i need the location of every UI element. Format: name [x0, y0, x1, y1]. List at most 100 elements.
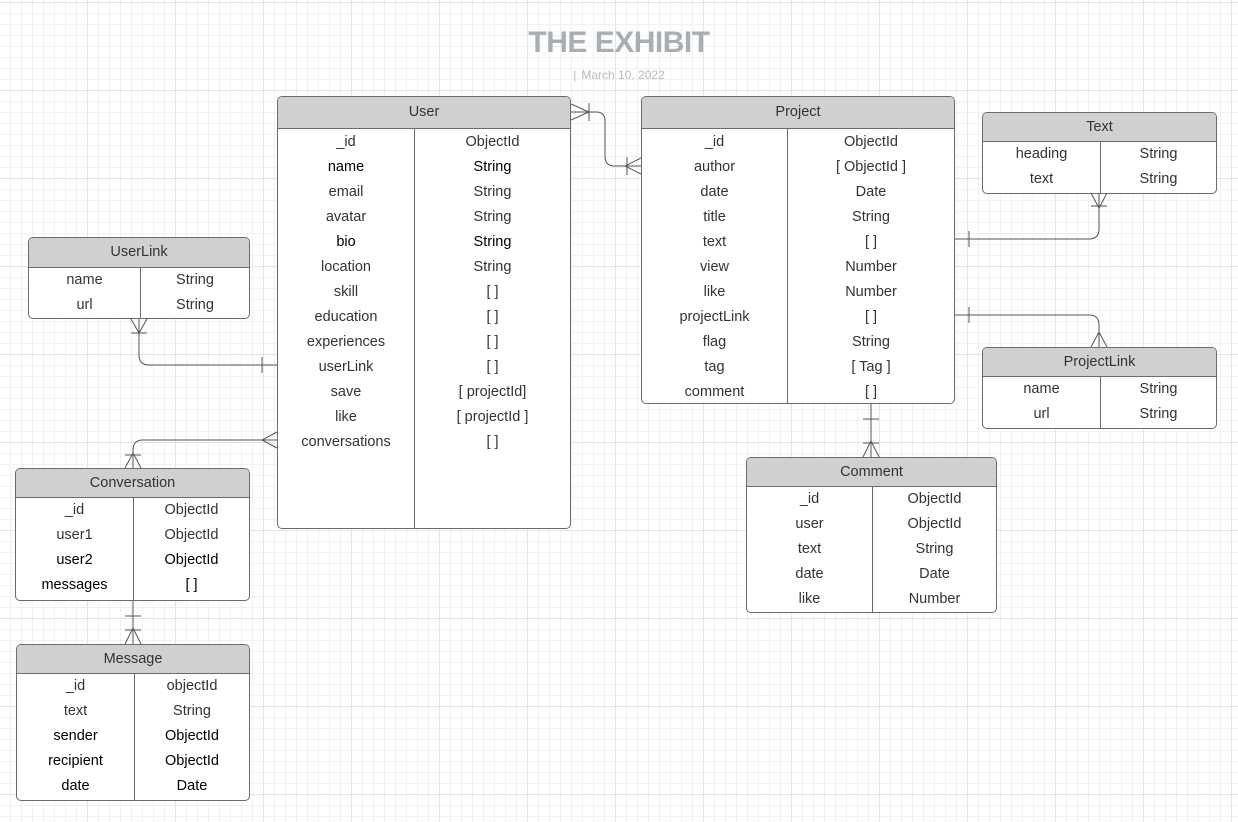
field-type: [ ] [486, 309, 499, 325]
column-divider [140, 268, 141, 318]
field-type: String [473, 209, 512, 225]
field-type: ObjectId [164, 527, 219, 543]
field-name: date [795, 566, 824, 582]
field-name: user [795, 516, 824, 532]
field-row: projectLink[ ] [642, 305, 954, 330]
crowfoot-text-end [1090, 192, 1108, 210]
field-name: view [699, 259, 729, 275]
field-type: [ projectId ] [456, 409, 529, 425]
field-type: [ ] [864, 384, 878, 400]
field-name: experiences [306, 334, 386, 350]
field-name: _id [799, 491, 820, 507]
field-name: _id [64, 502, 85, 518]
field-name: email [328, 184, 364, 200]
field-row: conversations[ ] [278, 430, 570, 455]
field-row: author[ ObjectId ] [642, 155, 954, 180]
field-name: userLink [318, 359, 374, 375]
field-type: ObjectId [165, 753, 219, 769]
field-name: _id [65, 678, 86, 694]
field-type: Number [845, 259, 897, 275]
field-name: url [76, 297, 93, 313]
column-divider [1100, 377, 1101, 428]
field-row: save[ projectId] [278, 380, 570, 405]
field-type: [ ] [486, 434, 499, 450]
field-row: _id ObjectId [16, 498, 249, 523]
connector-user-userlink [138, 319, 277, 366]
field-name: heading [1015, 146, 1068, 162]
diagram-title: THE EXHIBIT [528, 26, 710, 59]
field-type: [ ] [486, 284, 499, 300]
field-name: _id [336, 134, 356, 150]
field-name: like [703, 284, 726, 300]
field-row: experiences [ ] [278, 330, 570, 355]
field-row: date Date [747, 562, 996, 587]
field-type: Date [855, 184, 887, 200]
field-name: like [335, 409, 357, 425]
field-type: ObjectId [164, 552, 219, 568]
field-name: skill [333, 284, 359, 300]
field-type: ObjectId [465, 134, 520, 150]
field-type: String [1139, 171, 1178, 187]
field-type: objectId [166, 678, 218, 694]
field-row: comment[ ] [642, 380, 954, 403]
column-divider [133, 498, 134, 600]
field-row: url String [29, 293, 249, 318]
field-type: Date [919, 566, 950, 582]
field-name: tag [704, 359, 725, 375]
field-name: name [327, 159, 365, 175]
field-row: view Number [642, 255, 954, 280]
field-type: String [473, 234, 512, 250]
field-type: Date [176, 778, 208, 794]
column-divider [872, 487, 873, 612]
entity-title: Conversation [16, 469, 249, 498]
field-type: [ Tag ] [851, 359, 891, 375]
field-row: text[ ] [642, 230, 954, 255]
field-type: ObjectId [165, 728, 219, 744]
field-name: _id [704, 134, 725, 150]
field-row: like [ projectId ] [278, 405, 570, 430]
field-name: messages [41, 577, 108, 593]
field-type: String [1139, 381, 1178, 397]
field-row: tag [ Tag ] [642, 355, 954, 380]
field-type: String [915, 541, 954, 557]
crowfoot-projectlink-end [1090, 330, 1108, 348]
entity-title: UserLink [29, 238, 249, 268]
field-row: user1 ObjectId [16, 523, 249, 548]
crowfoot-user-conv-end [260, 431, 278, 449]
field-type: [ ] [486, 359, 499, 375]
field-name: url [1033, 406, 1050, 422]
connector-user-project [571, 111, 641, 167]
field-type: ObjectId [164, 502, 219, 518]
field-name: sender [53, 728, 98, 744]
diagram-date: |March 10, 2022 [573, 68, 665, 82]
connector-user-conversation [132, 439, 277, 468]
field-name: user1 [56, 527, 93, 543]
field-type: String [176, 297, 214, 313]
field-type: String [473, 159, 512, 175]
field-name: title [703, 209, 726, 225]
field-type: [ ] [486, 334, 499, 350]
